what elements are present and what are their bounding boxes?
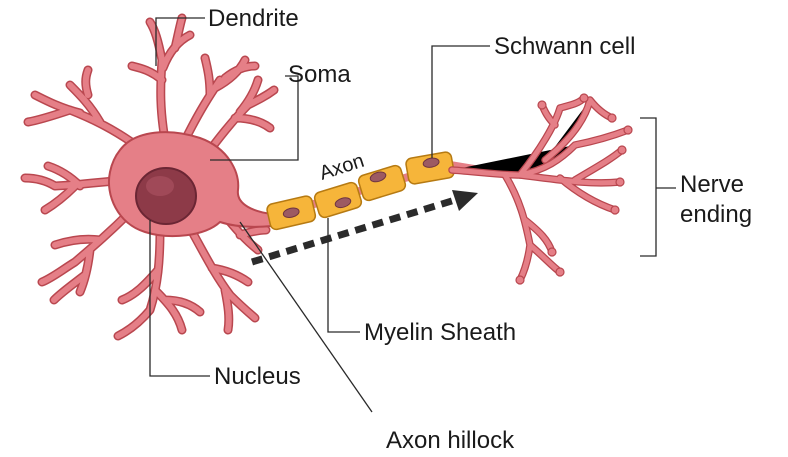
schwann-cell-label: Schwann cell	[494, 33, 635, 60]
nerve-ending-label-line2: ending	[680, 201, 752, 228]
nucleus-shape	[136, 168, 196, 224]
nerve-ending-label-line1: Nerve	[680, 171, 744, 198]
dendrite-label: Dendrite	[208, 5, 299, 32]
nerve-ending-branches	[452, 94, 632, 284]
soma-label: Soma	[288, 61, 351, 88]
nucleus-label: Nucleus	[214, 363, 301, 390]
axon-hillock-label: Axon hillock	[386, 427, 515, 454]
myelin-sheath-label: Myelin Sheath	[364, 319, 516, 346]
